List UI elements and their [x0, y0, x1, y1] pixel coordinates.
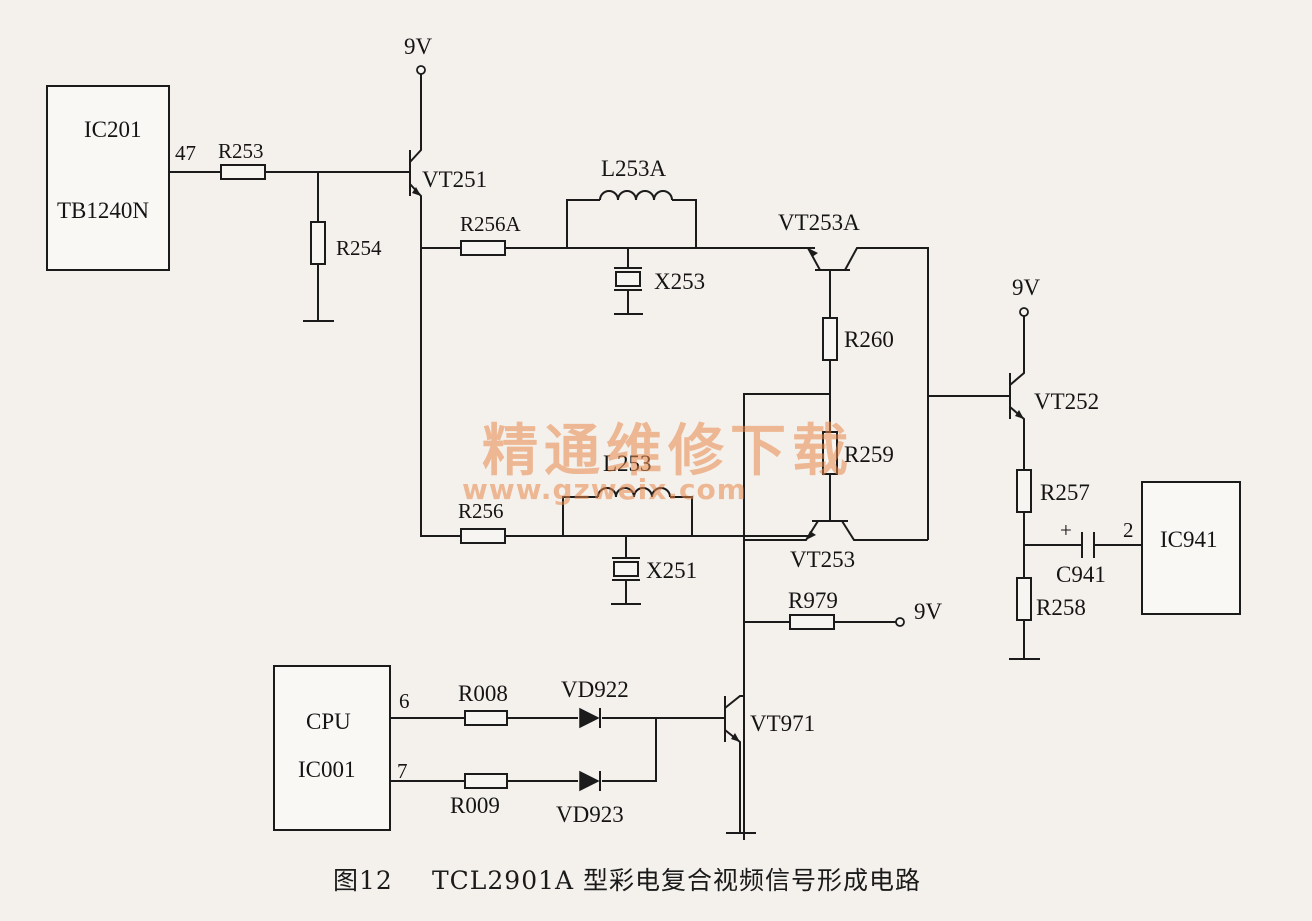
figure-number: 图12: [333, 866, 393, 895]
r253-label: R253: [218, 139, 264, 163]
wire-l253a: [566, 199, 697, 248]
diode-vd923: [579, 770, 601, 792]
x251-label: X251: [646, 558, 697, 583]
vt253a-label: VT253A: [778, 210, 860, 235]
resistor-r253: [220, 164, 266, 180]
resistor-r254: [310, 221, 326, 265]
wire-r009-vd923: [390, 718, 657, 782]
ic941-block: IC941: [1141, 481, 1241, 615]
supply-terminal-vt252: [1019, 307, 1029, 317]
supply-9v-label-r979: 9V: [914, 599, 943, 624]
ic941-pin-label: 2: [1123, 518, 1134, 542]
ic201-block: IC201 TB1240N: [46, 85, 170, 271]
vt251-label: VT251: [422, 167, 487, 192]
resistor-r008: [464, 710, 508, 726]
x253-label: X253: [654, 269, 705, 294]
cpu-block: CPU IC001: [273, 665, 391, 831]
transistor-vt253a: [807, 247, 929, 540]
crystal-x253: [614, 267, 642, 291]
ic201-pin-label: 47: [175, 141, 196, 165]
supply-terminal-vt251: [416, 65, 426, 75]
r256-label: R256: [458, 499, 504, 523]
resistor-r979: [789, 614, 835, 630]
cpu-pin7-label: 7: [397, 759, 408, 783]
cpu-pin6-label: 6: [399, 689, 410, 713]
transistor-vt253: [744, 520, 928, 541]
capacitor-c941: [1081, 532, 1095, 558]
transistor-vt251: [409, 74, 422, 248]
r008-label: R008: [458, 681, 508, 706]
supply-9v-label-right: 9V: [1012, 275, 1041, 300]
cpu-part-label: IC001: [298, 757, 356, 782]
r254-label: R254: [336, 236, 382, 260]
r260-label: R260: [844, 327, 894, 352]
r009-label: R009: [450, 793, 500, 818]
l253a-label: L253A: [601, 156, 667, 181]
inductor-l253: [597, 487, 671, 498]
resistor-r256: [460, 528, 506, 544]
transistor-vt971: [724, 695, 744, 832]
wire-l253: [562, 496, 693, 536]
c941-label: C941: [1056, 562, 1106, 587]
wire-vt251-emitter: [420, 247, 461, 537]
r979-label: R979: [788, 588, 838, 613]
r258-label: R258: [1036, 595, 1086, 620]
l253-label: L253: [603, 451, 652, 476]
vt253-label: VT253: [790, 547, 855, 572]
inductor-l253a: [599, 190, 673, 201]
supply-terminal-r979: [895, 617, 905, 627]
vt252-label: VT252: [1034, 389, 1099, 414]
figure-caption: TCL2901A 型彩电复合视频信号形成电路: [432, 866, 921, 895]
resistor-r009: [464, 773, 508, 789]
vd923-label: VD923: [556, 802, 624, 827]
ic941-label: IC941: [1160, 527, 1218, 552]
crystal-x251: [612, 557, 640, 581]
resistor-r260: [822, 317, 838, 361]
diode-vd922: [579, 707, 601, 729]
wire-vt971-collector: [743, 393, 830, 840]
r259-label: R259: [844, 442, 894, 467]
resistor-r256a: [460, 240, 506, 256]
c941-polarity-label: +: [1060, 518, 1072, 542]
r257-label: R257: [1040, 480, 1090, 505]
resistor-r258: [1016, 577, 1032, 621]
vd922-label: VD922: [561, 677, 629, 702]
vt971-label: VT971: [750, 711, 815, 736]
transistor-vt252: [1009, 316, 1025, 470]
r256a-label: R256A: [460, 212, 522, 236]
resistor-r259: [822, 431, 838, 475]
supply-9v-label-top: 9V: [404, 34, 433, 59]
watermark-text: 精通维修下载: [482, 419, 854, 484]
cpu-label: CPU: [306, 709, 351, 734]
resistor-r257: [1016, 469, 1032, 513]
ic201-label: IC201: [84, 117, 142, 142]
ic201-part-label: TB1240N: [57, 198, 149, 223]
watermark-url: www.gzweix.com: [462, 473, 747, 506]
